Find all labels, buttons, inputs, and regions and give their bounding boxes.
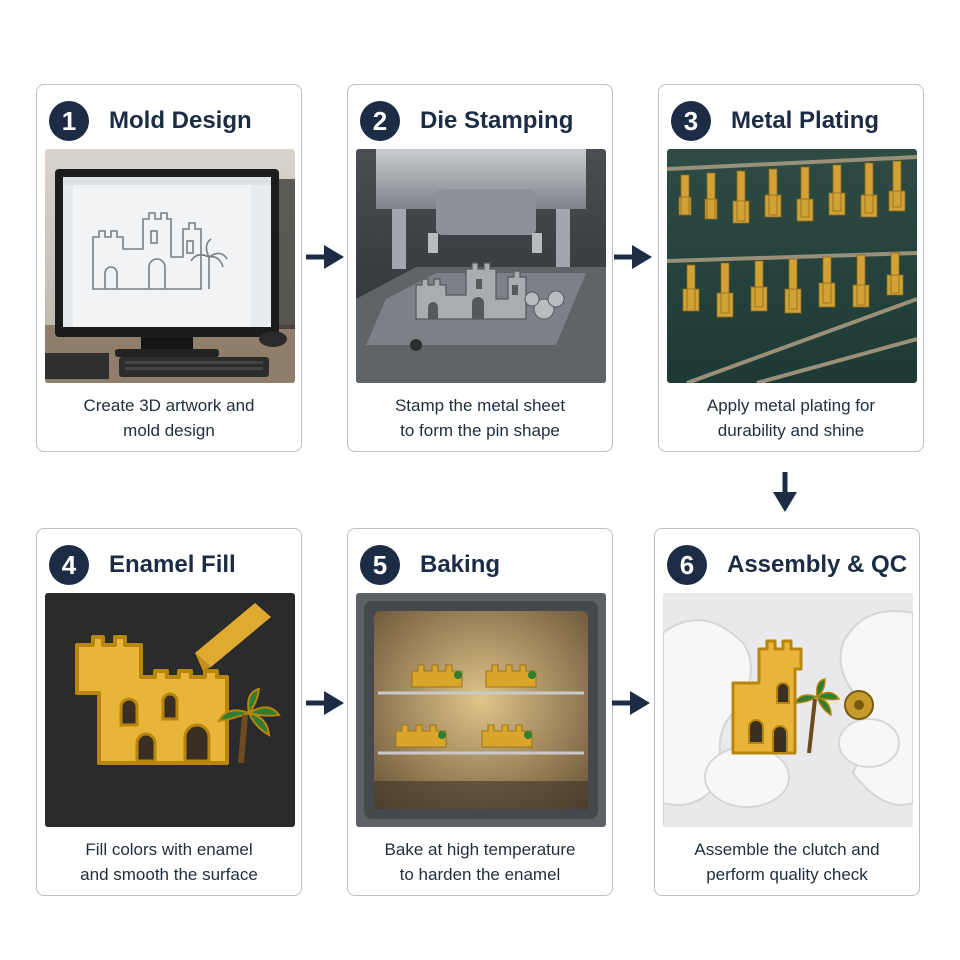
step-title: Assembly & QC <box>727 551 908 578</box>
plating-rack-image <box>667 149 917 383</box>
step-header: 1 Mold Design <box>49 101 252 141</box>
step-header: 3 Metal Plating <box>671 101 879 141</box>
step-number-badge: 4 <box>49 545 89 585</box>
arrow-right-icon <box>306 691 344 715</box>
step-title: Die Stamping <box>420 107 574 134</box>
step-header: 5 Baking <box>360 545 500 585</box>
computer-cad-image <box>45 149 295 383</box>
step-description: Fill colors with enamel and smooth the s… <box>80 840 258 884</box>
arrow-right-icon <box>614 245 652 269</box>
step-number-badge: 6 <box>667 545 707 585</box>
gloved-hands-pin-image <box>663 593 913 827</box>
step-card-metal-plating: 3 Metal Plating <box>658 84 924 452</box>
step-card-mold-design: 1 Mold Design <box>36 84 302 452</box>
step-card-baking: 5 Baking <box>347 528 613 896</box>
step-title: Metal Plating <box>731 107 880 134</box>
arrow-down-icon <box>773 472 797 512</box>
step-description: Apply metal plating for durability and s… <box>706 396 876 440</box>
step-number-badge: 1 <box>49 101 89 141</box>
step-number-badge: 2 <box>360 101 400 141</box>
arrow-right-icon <box>612 691 650 715</box>
step-description: Stamp the metal sheet to form the pin sh… <box>394 396 566 440</box>
step-header: 4 Enamel Fill <box>49 545 236 585</box>
step-card-enamel-fill: 4 Enamel Fill <box>36 528 302 896</box>
step-description: Bake at high temperature to harden the e… <box>384 840 576 884</box>
step-header: 2 Die Stamping <box>360 101 573 141</box>
enamel-pin-image <box>45 593 295 827</box>
step-description: Assemble the clutch and perform quality … <box>694 840 880 884</box>
oven-image <box>356 593 606 827</box>
arrow-right-icon <box>306 245 344 269</box>
step-number-badge: 3 <box>671 101 711 141</box>
step-card-assembly-qc: 6 Assembly & QC <box>654 528 920 896</box>
stamping-press-image <box>356 149 606 383</box>
step-title: Enamel Fill <box>109 551 236 578</box>
step-card-die-stamping: 2 Die Stamping <box>347 84 613 452</box>
step-number-badge: 5 <box>360 545 400 585</box>
step-title: Baking <box>420 551 501 578</box>
step-description: Create 3D artwork and mold design <box>83 396 255 440</box>
step-header: 6 Assembly & QC <box>667 545 907 585</box>
step-title: Mold Design <box>109 107 252 134</box>
